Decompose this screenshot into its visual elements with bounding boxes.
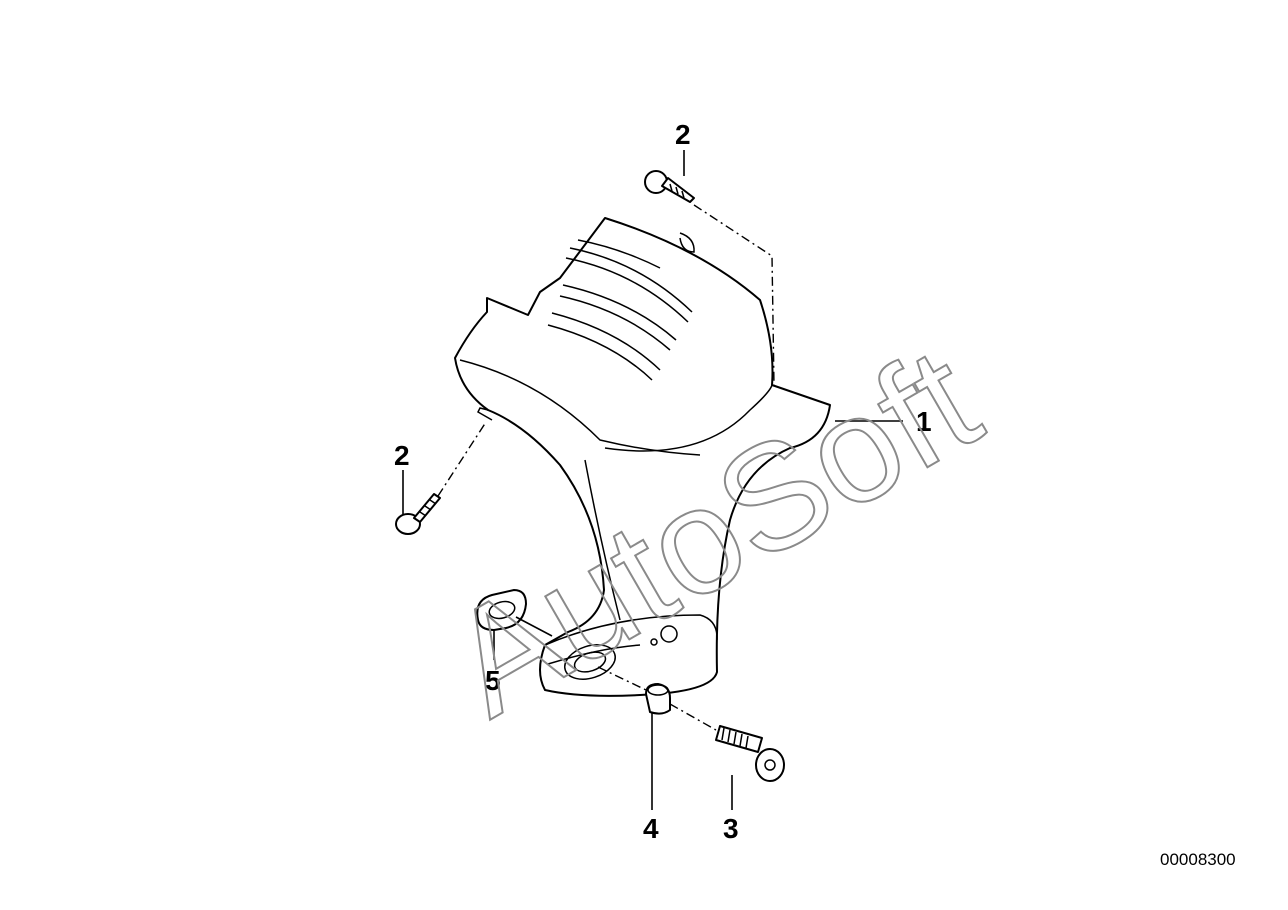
callout-2-top: 2 [675, 119, 691, 150]
screw-top-part [644, 170, 695, 203]
assembly-line-left [437, 421, 487, 497]
spacer-part [645, 683, 671, 715]
leader-5b [515, 616, 553, 637]
diagram-number: 00008300 [1160, 850, 1236, 869]
callout-5: 5 [485, 665, 501, 696]
callout-1: 1 [916, 406, 932, 437]
assembly-line-bolt [597, 666, 717, 731]
grommet-part [476, 589, 527, 631]
callout-4: 4 [643, 813, 659, 844]
bolt-part [715, 725, 785, 782]
callout-3: 3 [723, 813, 739, 844]
callout-2-left: 2 [394, 440, 410, 471]
assembly-line-top [693, 204, 775, 386]
cover-part [454, 217, 831, 697]
screw-left-part [395, 493, 441, 535]
